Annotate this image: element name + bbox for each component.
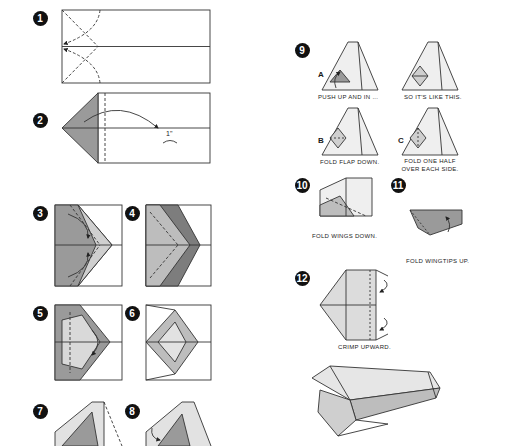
step-number: 3 bbox=[33, 206, 48, 221]
instruction-caption: FOLD WINGTIPS UP. bbox=[406, 258, 469, 266]
step-number: 1 bbox=[33, 11, 48, 26]
instruction-caption: PUSH UP AND IN ... bbox=[318, 94, 378, 102]
instruction-caption: CRIMP UPWARD. bbox=[338, 344, 391, 352]
step-number: 10 bbox=[295, 178, 310, 193]
step-number: 5 bbox=[33, 306, 48, 321]
measurement: 1" bbox=[166, 130, 172, 137]
instruction-caption: FOLD WINGS DOWN. bbox=[312, 233, 377, 241]
step-number: 12 bbox=[295, 271, 310, 286]
instruction-caption: SO IT'S LIKE THIS. bbox=[404, 94, 462, 102]
substep-letter: C bbox=[398, 136, 404, 145]
step-number: 8 bbox=[125, 404, 140, 419]
step-number: 9 bbox=[295, 43, 310, 58]
step-number: 6 bbox=[125, 306, 140, 321]
instruction-caption: FOLD ONE HALF OVER EACH SIDE. bbox=[400, 158, 460, 173]
instruction-caption: FOLD FLAP DOWN. bbox=[320, 159, 379, 167]
step-number: 4 bbox=[125, 206, 140, 221]
step-number: 7 bbox=[33, 404, 48, 419]
step-number: 11 bbox=[391, 178, 406, 193]
substep-letter: A bbox=[318, 70, 324, 79]
substep-letter: B bbox=[318, 136, 324, 145]
step-number: 2 bbox=[33, 113, 48, 128]
